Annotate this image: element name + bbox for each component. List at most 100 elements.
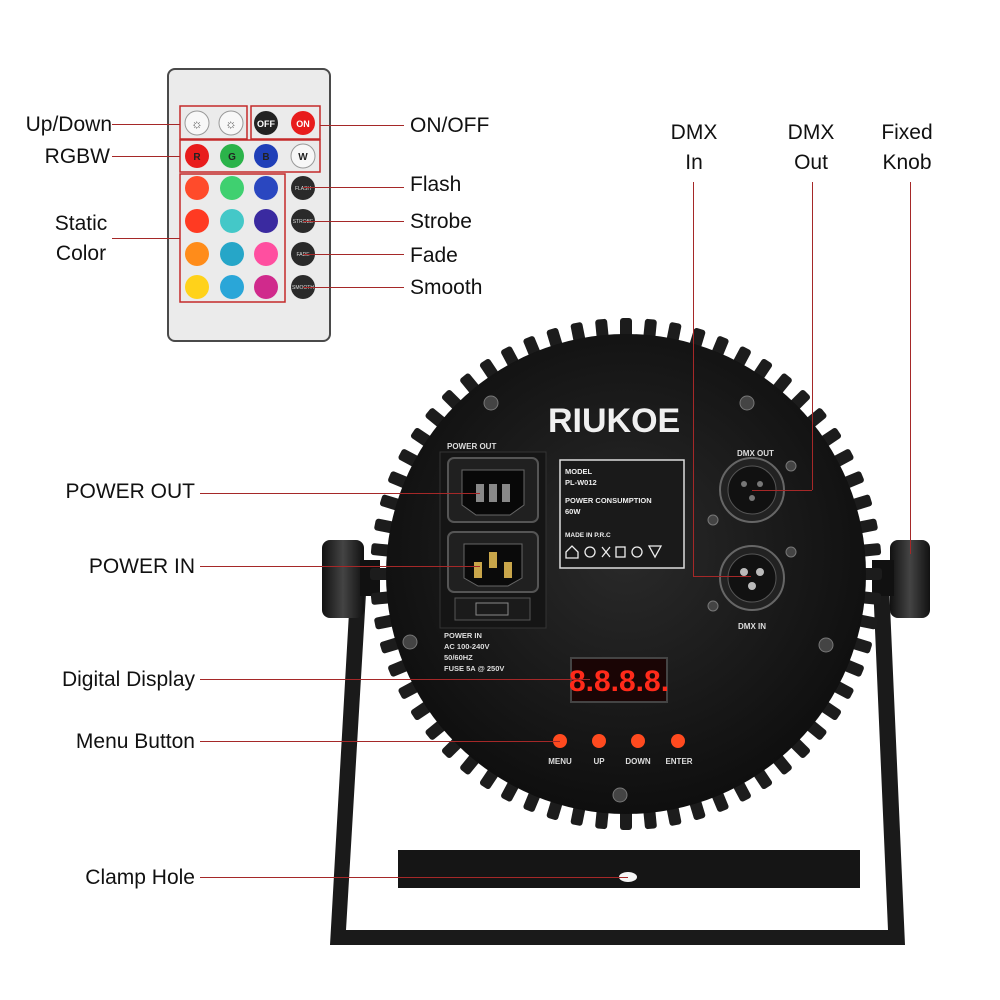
dmx-in-connector[interactable]: DMX IN: [707, 545, 797, 631]
r-key[interactable]: [185, 144, 209, 168]
svg-text:FUSE 5A @ 250V: FUSE 5A @ 250V: [444, 664, 504, 673]
b-key[interactable]: [254, 144, 278, 168]
power-sockets: [439, 451, 547, 629]
callout-fixed-knob: Fixed Knob: [881, 121, 933, 175]
static-color-key[interactable]: [254, 209, 278, 233]
svg-text:FLASH: FLASH: [295, 186, 312, 192]
digital-display: 8.8.8.8.: [569, 657, 669, 703]
callout-digital-display: Digital Display: [61, 668, 195, 691]
svg-text:UP: UP: [593, 757, 605, 766]
leader-smooth: [303, 287, 404, 288]
flash-key[interactable]: [291, 176, 315, 200]
brightness-up-key[interactable]: [184, 110, 210, 136]
leader-fixed-knob: [910, 182, 911, 554]
remote-control: ☼ ☼ OFF ON R G B W FLASH ST: [167, 68, 331, 342]
u-bracket: [330, 560, 905, 945]
clamp-hole: [619, 872, 637, 882]
leader-strobe: [303, 221, 404, 222]
power-out-panel-label: POWER OUT: [447, 442, 496, 451]
leader-rgbw: [112, 156, 180, 157]
svg-text:SMOOTH: SMOOTH: [292, 285, 314, 291]
power-in-specs: POWER IN AC 100-240V 50/60HZ FUSE 5A @ 2…: [444, 631, 504, 673]
leader-digital-display: [200, 679, 590, 680]
svg-text:50/60HZ: 50/60HZ: [444, 653, 473, 662]
static-color-key[interactable]: [185, 275, 209, 299]
down-hw-button[interactable]: [631, 734, 645, 748]
svg-text:ON: ON: [296, 119, 310, 129]
callout-onoff: ON/OFF: [410, 114, 490, 137]
callout-fade: Fade: [410, 244, 458, 267]
leader-dmx-out-v: [812, 182, 813, 490]
static-color-key[interactable]: [185, 209, 209, 233]
callout-dmx-in: DMX In: [670, 121, 718, 175]
svg-text:FADE: FADE: [296, 252, 310, 258]
svg-text:R: R: [193, 152, 201, 163]
callout-power-out: POWER OUT: [65, 480, 196, 503]
brightness-down-key[interactable]: [218, 110, 244, 136]
callout-static-color: Static Color: [54, 212, 108, 266]
static-color-key[interactable]: [220, 275, 244, 299]
screws: [402, 395, 834, 803]
svg-text:G: G: [228, 152, 236, 163]
leader-clamp-hole: [200, 877, 628, 878]
callout-dmx-out: DMX Out: [787, 121, 835, 175]
svg-text:60W: 60W: [565, 507, 581, 516]
leader-flash: [303, 187, 404, 188]
leader-updown: [112, 124, 180, 125]
svg-text:MADE IN P.R.C: MADE IN P.R.C: [565, 532, 611, 539]
g-key[interactable]: [220, 144, 244, 168]
static-color-key[interactable]: [220, 209, 244, 233]
on-key[interactable]: [291, 111, 315, 135]
svg-text:MODEL: MODEL: [565, 467, 593, 476]
callout-menu-button: Menu Button: [75, 730, 195, 753]
static-color-key[interactable]: [254, 176, 278, 200]
leader-power-out: [200, 493, 480, 494]
svg-text:DMX OUT: DMX OUT: [737, 449, 774, 458]
svg-text:ENTER: ENTER: [665, 757, 692, 766]
menu-hw-button[interactable]: [553, 734, 567, 748]
leader-power-in: [200, 566, 480, 567]
static-color-key[interactable]: [185, 176, 209, 200]
svg-text:DOWN: DOWN: [625, 757, 651, 766]
svg-text:☼: ☼: [225, 116, 237, 131]
leader-dmx-in-v: [693, 182, 694, 576]
svg-text:STROBE: STROBE: [293, 219, 314, 225]
callout-power-in: POWER IN: [88, 555, 195, 578]
svg-text:AC 100-240V: AC 100-240V: [444, 642, 489, 651]
control-buttons: MENU UP DOWN ENTER: [548, 734, 693, 766]
svg-text:B: B: [262, 152, 269, 163]
callout-updown: Up/Down: [25, 113, 112, 136]
svg-text:POWER CONSUMPTION: POWER CONSUMPTION: [565, 496, 652, 505]
brand-logo: RIUKOE: [548, 402, 680, 440]
static-color-key[interactable]: [220, 176, 244, 200]
svg-text:POWER IN: POWER IN: [444, 631, 482, 640]
static-color-key[interactable]: [254, 275, 278, 299]
enter-hw-button[interactable]: [671, 734, 685, 748]
svg-text:W: W: [298, 152, 308, 163]
leader-dmx-in-h: [693, 576, 751, 577]
callout-clamp-hole: Clamp Hole: [85, 866, 195, 889]
svg-text:OFF: OFF: [257, 119, 275, 129]
leader-onoff: [320, 125, 404, 126]
leader-static-color: [112, 238, 180, 239]
off-key[interactable]: [254, 111, 278, 135]
svg-text:8.8.8.8.: 8.8.8.8.: [569, 665, 669, 698]
leader-menu-button: [200, 741, 560, 742]
w-key[interactable]: [290, 143, 316, 169]
callout-flash: Flash: [410, 173, 462, 196]
callout-strobe: Strobe: [410, 210, 472, 233]
static-color-key[interactable]: [220, 242, 244, 266]
model-label: MODEL PL-W012 POWER CONSUMPTION 60W MADE…: [559, 459, 685, 569]
static-color-keys: [185, 176, 278, 299]
static-color-key[interactable]: [254, 242, 278, 266]
svg-text:☼: ☼: [191, 116, 203, 131]
svg-text:PL-W012: PL-W012: [565, 478, 597, 487]
leader-dmx-out-h: [752, 490, 812, 491]
svg-text:DMX IN: DMX IN: [738, 622, 766, 631]
callout-rgbw: RGBW: [44, 145, 110, 168]
callout-smooth: Smooth: [410, 276, 483, 299]
leader-fade: [303, 254, 404, 255]
up-hw-button[interactable]: [592, 734, 606, 748]
static-color-key[interactable]: [185, 242, 209, 266]
